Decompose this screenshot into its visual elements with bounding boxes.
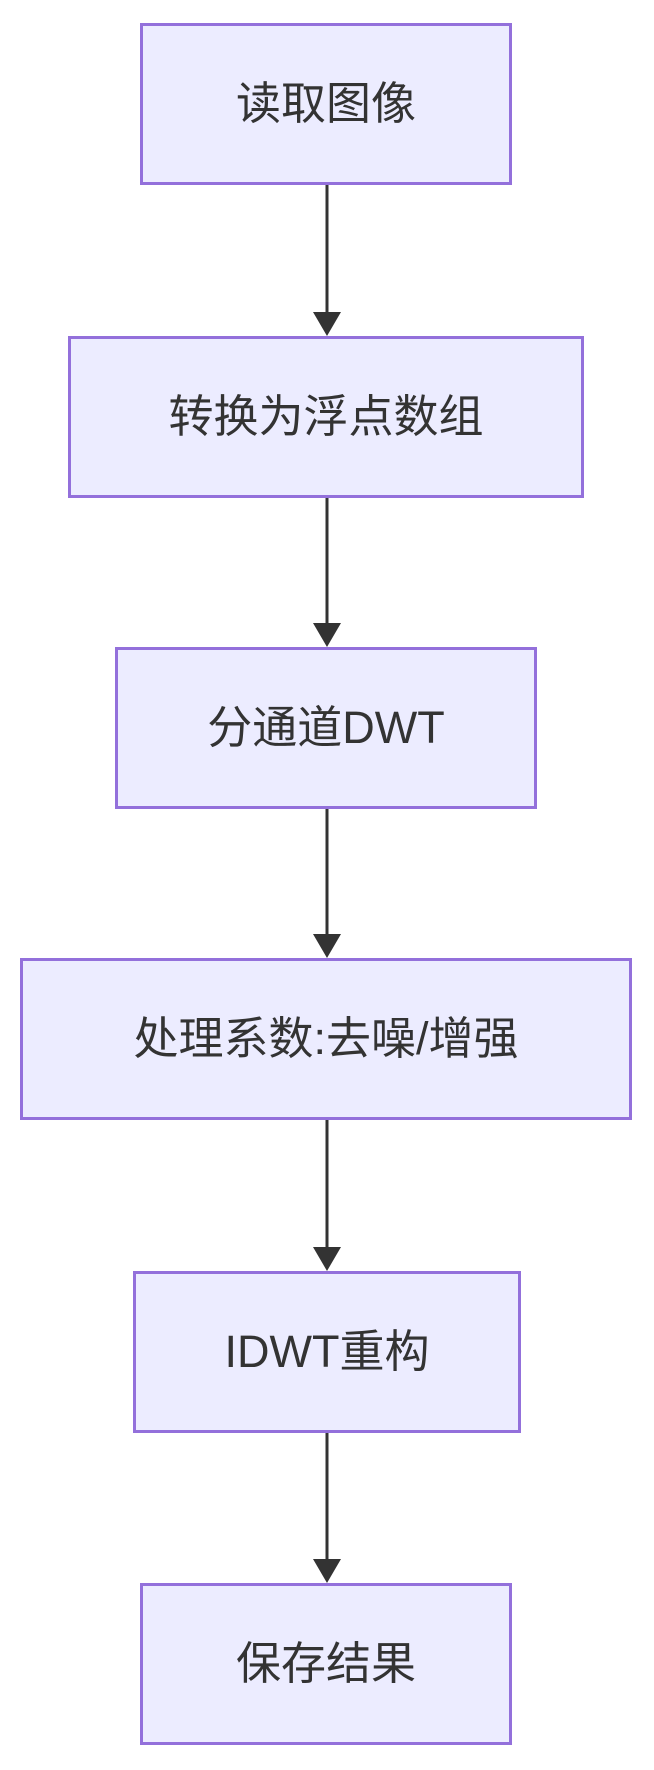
- node-convert-float-array: 转换为浮点数组: [68, 336, 584, 498]
- arrow-stem: [325, 1120, 329, 1250]
- flow-arrow-down-icon: [313, 185, 341, 336]
- node-save-result: 保存结果: [140, 1583, 512, 1745]
- arrowhead-icon: [313, 623, 341, 647]
- arrow-stem: [325, 498, 329, 626]
- flow-arrow-down-icon: [313, 809, 341, 958]
- node-label: 处理系数:去噪/增强: [133, 1013, 519, 1064]
- arrowhead-icon: [313, 1247, 341, 1271]
- arrow-stem: [325, 809, 329, 937]
- flow-arrow-down-icon: [313, 1120, 341, 1271]
- node-label: IDWT重构: [224, 1326, 430, 1377]
- arrowhead-icon: [313, 312, 341, 336]
- arrowhead-icon: [313, 934, 341, 958]
- flow-arrow-down-icon: [313, 1433, 341, 1583]
- node-per-channel-dwt: 分通道DWT: [115, 647, 537, 809]
- arrow-stem: [325, 1433, 329, 1562]
- node-label: 读取图像: [235, 78, 416, 129]
- node-label: 转换为浮点数组: [168, 391, 484, 442]
- node-process-coefficients: 处理系数:去噪/增强: [20, 958, 632, 1120]
- node-read-image: 读取图像: [140, 23, 512, 185]
- flow-arrow-down-icon: [313, 498, 341, 647]
- node-label: 分通道DWT: [207, 702, 445, 753]
- arrowhead-icon: [313, 1559, 341, 1583]
- node-idwt-reconstruct: IDWT重构: [133, 1271, 521, 1433]
- arrow-stem: [325, 185, 329, 315]
- node-label: 保存结果: [235, 1638, 416, 1689]
